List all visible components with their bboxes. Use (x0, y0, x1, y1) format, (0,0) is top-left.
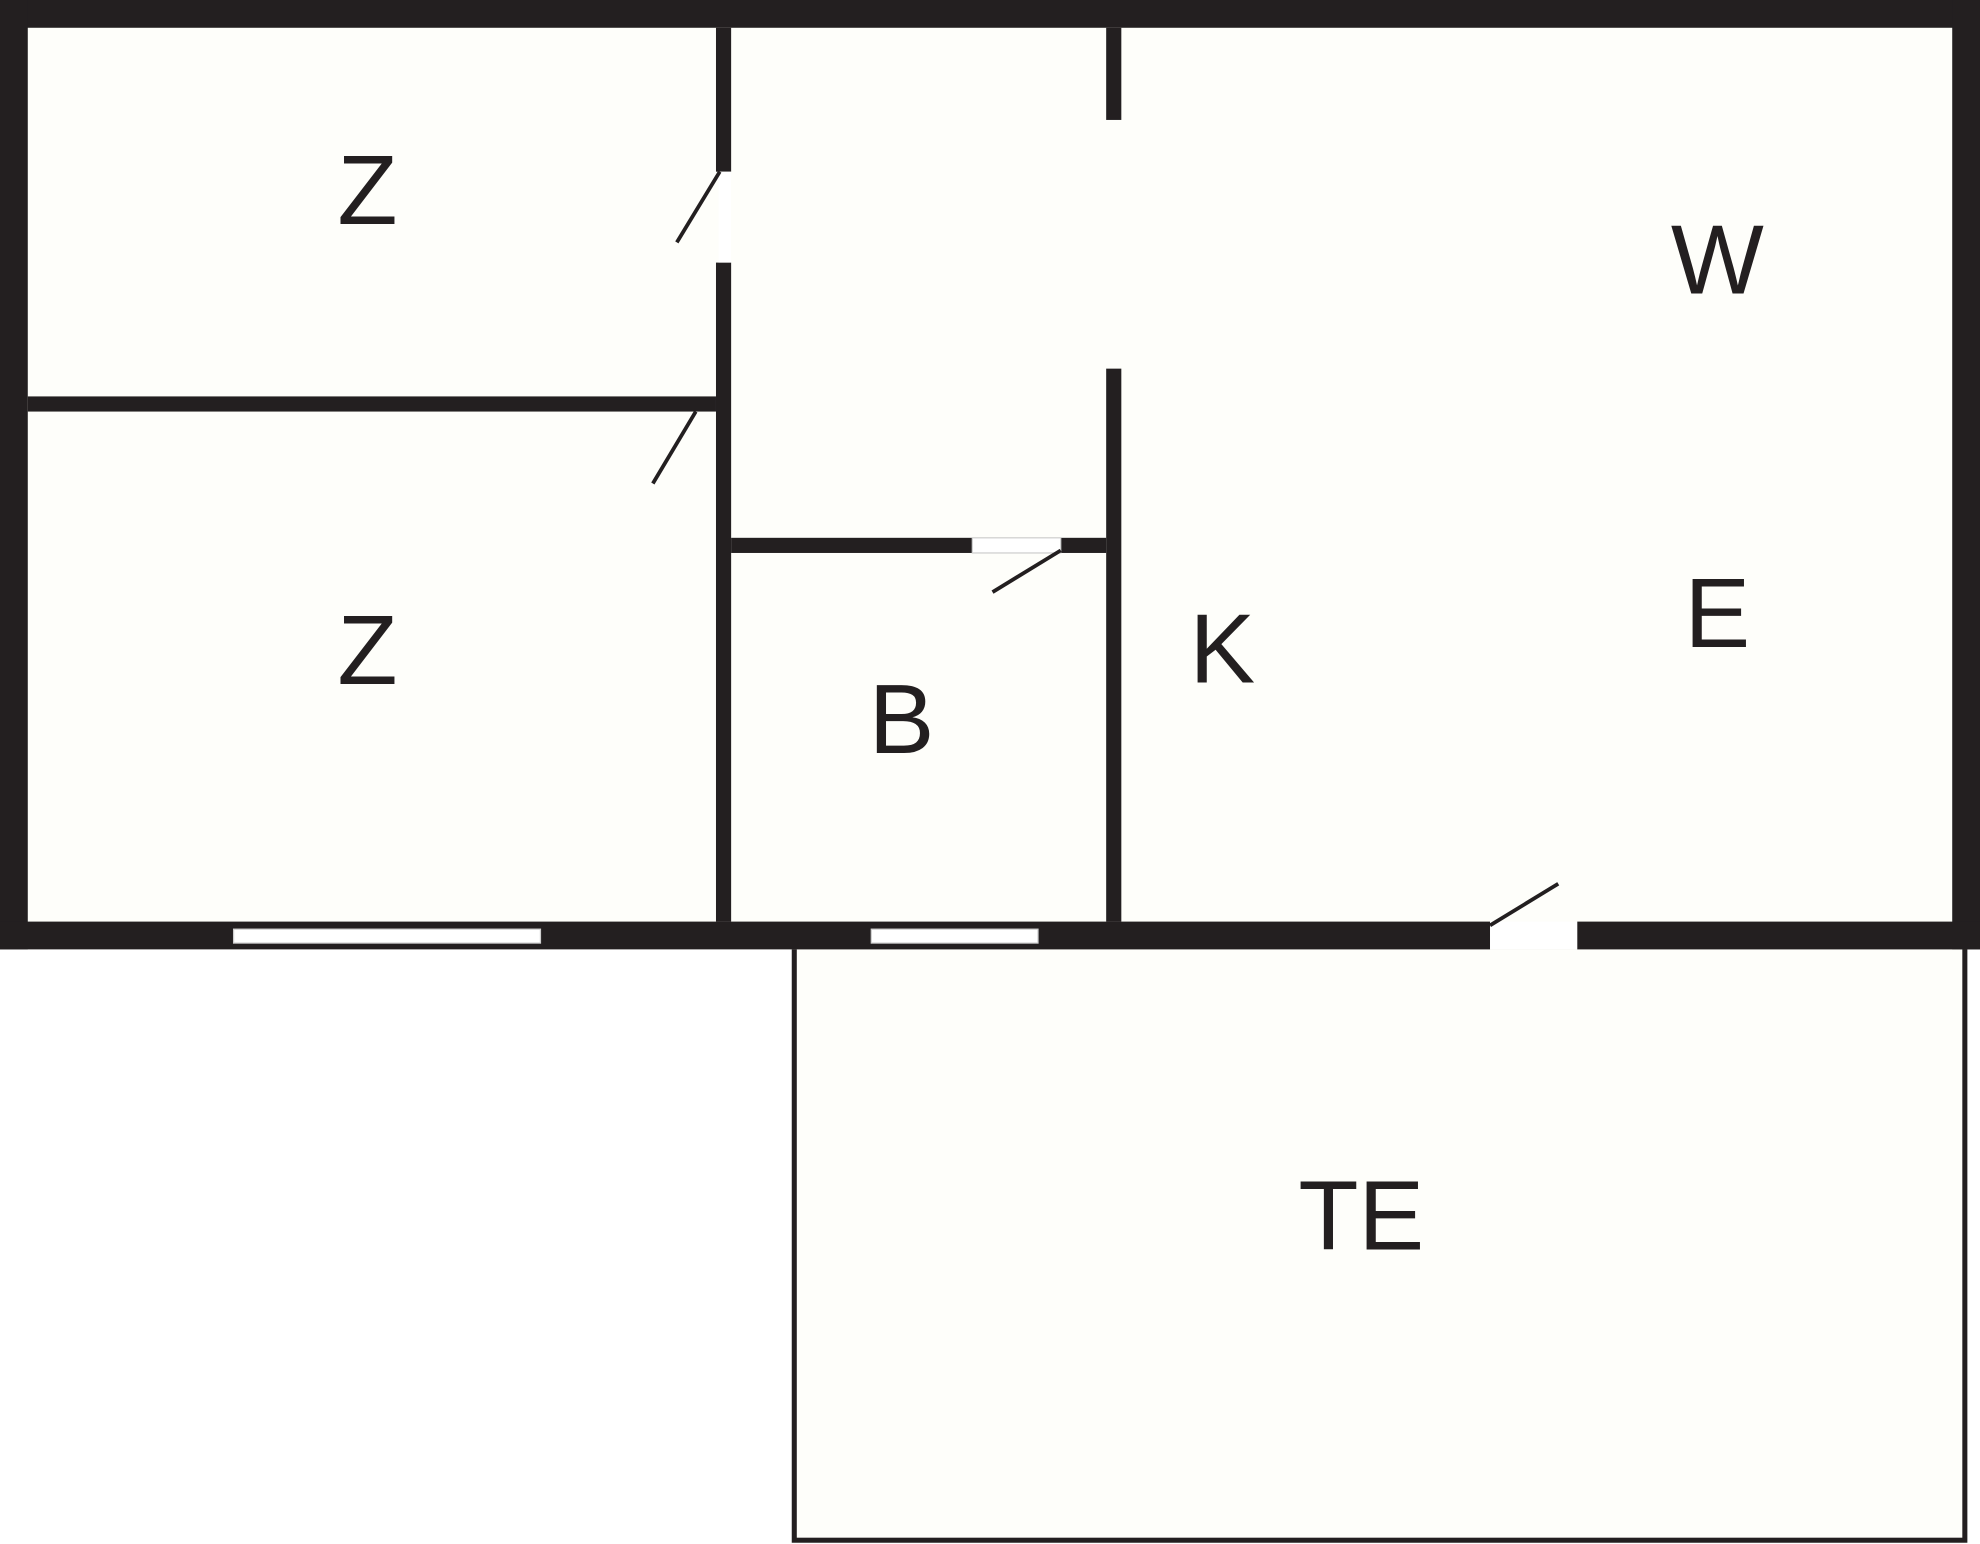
terrace-area (791, 944, 1968, 1543)
room-label-terrace: TE (1298, 1160, 1424, 1270)
wall-between-bedrooms (27, 396, 716, 412)
wall-bedrooms-upper (715, 27, 732, 172)
outer-wall-right (1952, 0, 1980, 950)
wall-kitchen-lower (1106, 368, 1122, 922)
room-label-bedroom-bottom: Z (337, 595, 397, 705)
outer-wall-left (0, 0, 28, 950)
door-swing-bedroom-bottom (651, 410, 698, 485)
outer-wall-bottom-left (0, 921, 1491, 950)
door-swing-bedroom-top (675, 170, 722, 244)
bathroom-door-gap (971, 537, 1062, 554)
outer-wall-bottom-right (1577, 921, 1980, 950)
window-bedroom (232, 928, 542, 944)
room-label-w: W (1671, 205, 1764, 315)
entrance-door-gap (1490, 921, 1578, 950)
room-label-kitchen: K (1189, 594, 1255, 704)
wall-bedrooms-lower (715, 262, 732, 922)
door-swing-bathroom (991, 548, 1062, 594)
door-swing-entrance (1489, 882, 1560, 928)
house-floor (0, 0, 1980, 949)
wall-kitchen-top (1106, 27, 1122, 120)
wall-bathroom-top-left (731, 537, 973, 553)
bedroom-door-gap (718, 171, 732, 263)
room-label-e: E (1684, 558, 1750, 668)
outer-wall-top (0, 0, 1980, 28)
wall-bathroom-top-right (1060, 537, 1107, 553)
room-label-bedroom-top: Z (337, 135, 397, 245)
room-label-bathroom: B (869, 664, 935, 774)
window-bathroom (870, 928, 1039, 944)
